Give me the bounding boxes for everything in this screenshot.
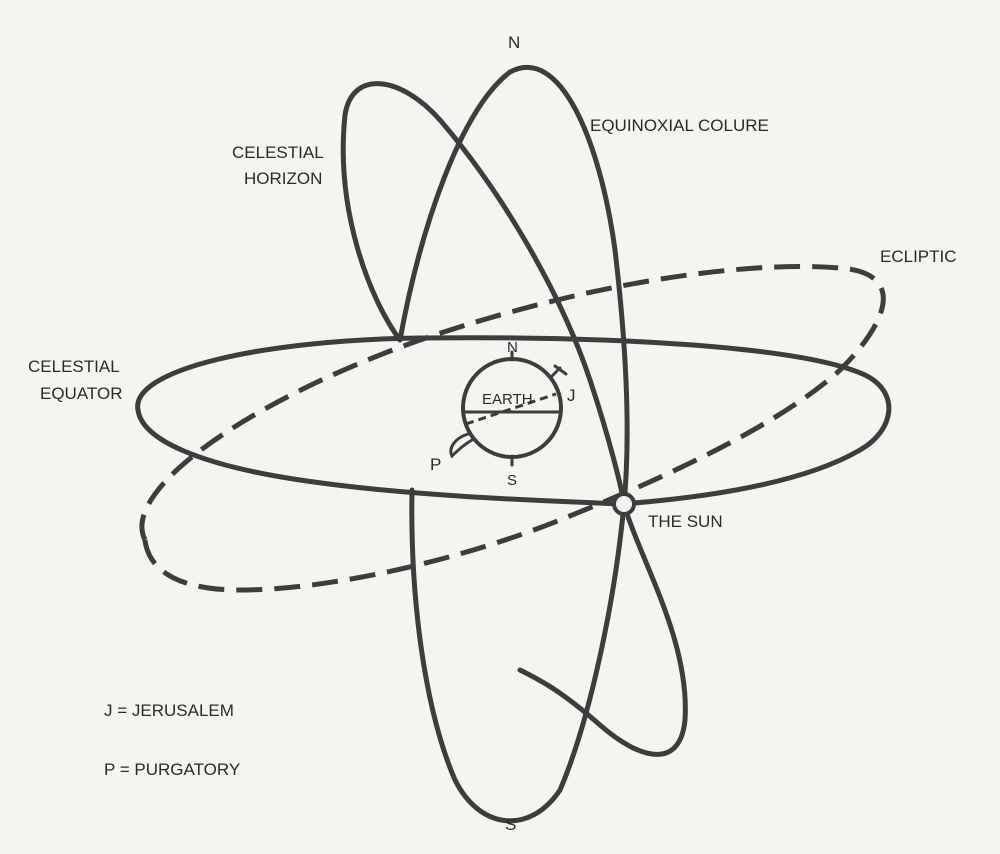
earth-ecliptic-line — [465, 392, 557, 426]
top-pole-label: N — [508, 33, 520, 52]
jerusalem-marker-label: J — [567, 386, 576, 405]
celestial-horizon-label-line1: CELESTIAL — [232, 143, 324, 162]
celestial-equator-label-line1: CELESTIAL — [28, 357, 120, 376]
celestial-horizon-circle — [340, 81, 688, 757]
celestial-equator-circle — [135, 335, 892, 507]
sun-label: THE SUN — [648, 512, 723, 531]
purgatory-marker-label: P — [430, 455, 441, 474]
jerusalem-tick — [548, 364, 568, 380]
sun-marker — [612, 492, 636, 516]
legend-jerusalem: J = JERUSALEM — [104, 701, 234, 720]
ecliptic-circle — [139, 264, 886, 593]
celestial-horizon-label-line2: HORIZON — [244, 169, 322, 188]
equinoxial-colure-label: EQUINOXIAL COLURE — [590, 116, 769, 135]
legend-purgatory: P = PURGATORY — [104, 760, 240, 779]
purgatory-mount — [449, 432, 474, 459]
earth-globe — [461, 357, 563, 459]
ecliptic-label: ECLIPTIC — [880, 247, 957, 266]
earth-label: EARTH — [482, 391, 533, 408]
earth-south-label: S — [507, 472, 517, 489]
earth-north-label: N — [507, 339, 518, 356]
celestial-equator-label-line2: EQUATOR — [40, 384, 123, 403]
bottom-pole-label: S — [505, 815, 516, 834]
